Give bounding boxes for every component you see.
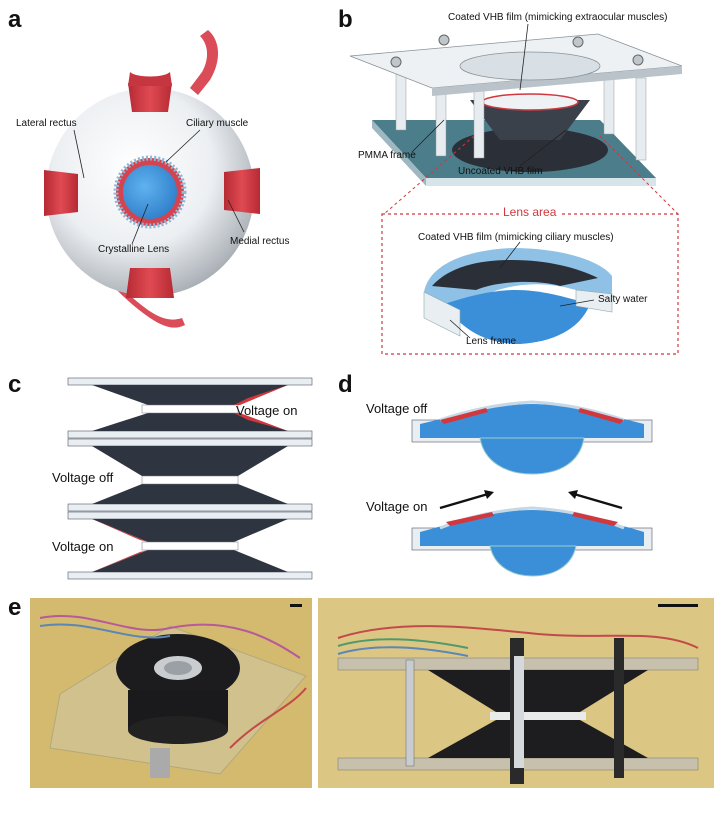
label-medial-rectus: Medial rectus bbox=[230, 236, 290, 247]
label-c-voltage-on-top: Voltage on bbox=[236, 403, 298, 418]
label-coated-vhb-ciliary: Coated VHB film (mimicking ciliary muscl… bbox=[418, 232, 614, 243]
photo-device-side-view bbox=[318, 598, 714, 788]
scale-bar-icon-right bbox=[658, 604, 698, 607]
arrow-icon-left bbox=[568, 490, 623, 510]
ciliary-muscle-ring bbox=[116, 158, 184, 226]
label-crystalline-lens: Crystalline Lens bbox=[98, 244, 170, 255]
panel-letter-a: a bbox=[8, 6, 22, 33]
label-uncoated-vhb: Uncoated VHB film bbox=[458, 166, 543, 177]
lens-frame-outer bbox=[424, 248, 612, 310]
medial-rectus bbox=[224, 168, 260, 214]
superior-rectus-tail bbox=[128, 72, 172, 86]
photo-device-top-view bbox=[30, 598, 312, 788]
superior-rectus bbox=[128, 83, 172, 112]
label-c-voltage-on-bottom: Voltage on bbox=[52, 539, 114, 554]
oblique-muscle-bottom bbox=[72, 205, 185, 328]
lateral-rectus bbox=[44, 170, 78, 216]
label-d-voltage-off: Voltage off bbox=[366, 401, 428, 416]
label-pmma-frame: PMMA frame bbox=[358, 150, 416, 161]
label-d-voltage-on: Voltage on bbox=[366, 499, 428, 514]
scale-bar-icon-left bbox=[290, 604, 302, 607]
top-plate bbox=[349, 33, 683, 89]
inferior-rectus bbox=[126, 268, 174, 298]
arrow-icon-right bbox=[439, 490, 494, 510]
panel-letter-b: b bbox=[338, 6, 353, 33]
label-salty-water: Salty water bbox=[598, 294, 648, 305]
oblique-muscle-top bbox=[190, 30, 219, 95]
label-coated-vhb-extraocular: Coated VHB film (mimicking extraocular m… bbox=[448, 12, 668, 23]
panel-letter-c: c bbox=[8, 371, 22, 398]
crystalline-lens bbox=[123, 165, 177, 219]
label-lateral-rectus: Lateral rectus bbox=[16, 118, 77, 129]
label-ciliary-muscle: Ciliary muscle bbox=[186, 118, 249, 129]
label-lens-frame: Lens frame bbox=[466, 336, 517, 347]
label-c-voltage-off: Voltage off bbox=[52, 470, 114, 485]
panel-letter-e: e bbox=[8, 594, 22, 621]
panel-letter-d: d bbox=[338, 371, 353, 398]
label-lens-area: Lens area bbox=[500, 206, 560, 219]
